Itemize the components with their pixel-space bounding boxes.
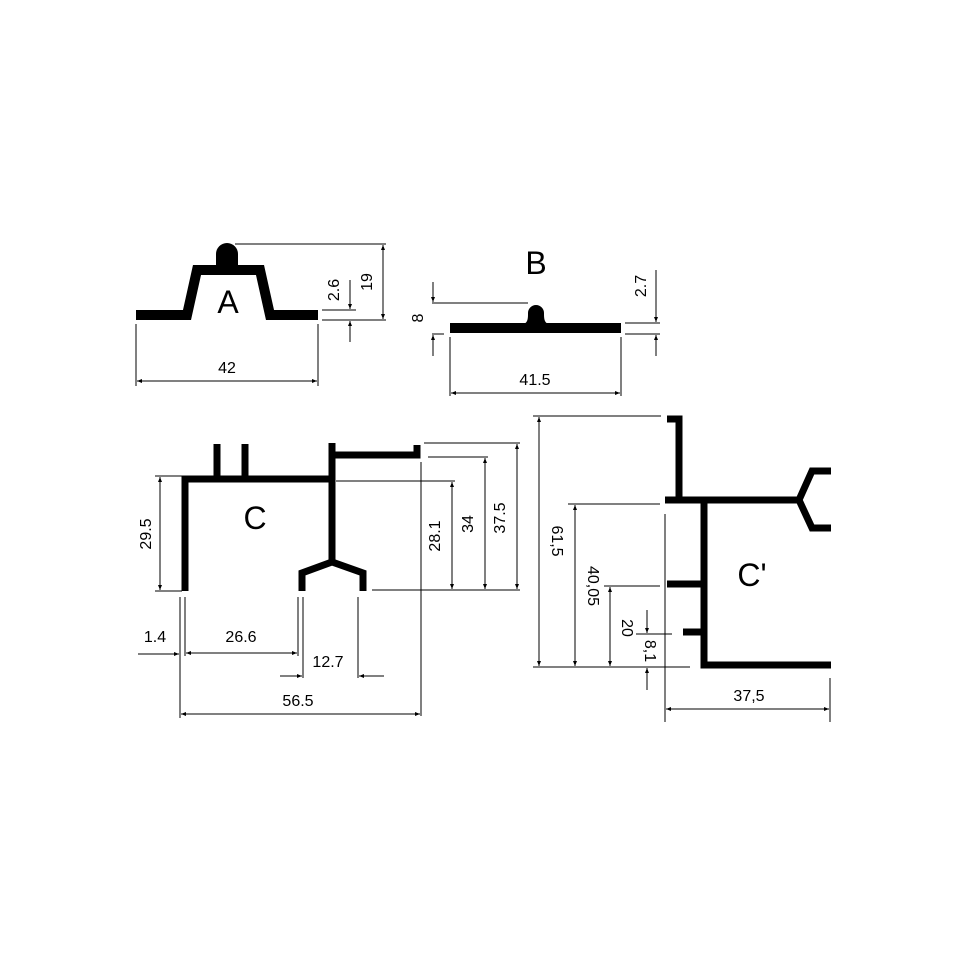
profile-a-shape [136,265,318,320]
dim-a-width: 42 [218,360,236,377]
dim-c-26-6: 26.6 [225,629,256,646]
profile-c-flange [332,445,421,459]
profile-a-label: A [217,284,239,320]
dim-cp-40-05: 40,05 [584,566,601,606]
profile-b-bead [524,305,548,324]
dim-c-28-1: 28.1 [427,520,444,551]
profile-a-bead [216,243,238,268]
profile-c-fork [298,558,367,591]
dim-cp-8-1: 8,1 [641,640,658,662]
profile-b-label: B [525,245,546,281]
dim-c-34: 34 [460,515,477,533]
profile-b-shape [450,323,621,333]
dim-b-thickness: 2.7 [633,275,650,297]
dim-a-height: 19 [359,273,376,291]
profile-b: B 41.5 8 2.7 [410,245,660,396]
profile-cp-web [700,502,831,669]
dim-c-37-5: 37.5 [492,502,509,533]
profile-c: C 29.5 28.1 34 37.5 1.4 26.6 [138,442,520,718]
dim-c-29-5: 29.5 [138,518,155,549]
dim-cp-61-5: 61,5 [548,525,565,556]
profile-c-body [181,475,332,591]
profile-cp-top-stem [667,415,683,500]
dim-cp-37-5: 37,5 [733,688,764,705]
profile-c-prime: C' 61,5 40,05 20 8,1 37,5 [533,415,831,722]
profile-c-label: C [243,500,266,536]
dim-c-12-7: 12.7 [312,654,343,671]
dim-b-height: 8 [410,313,427,322]
profile-a: A 42 19 2.6 [135,243,386,386]
dim-cp-20: 20 [618,619,635,637]
dim-c-56-5: 56.5 [282,693,313,710]
profile-cp-label: C' [737,557,766,593]
dim-a-thickness: 2.6 [326,279,343,301]
dim-c-1-4: 1.4 [144,629,166,646]
profile-cp-fork [795,467,831,532]
dim-b-width: 41.5 [519,372,550,389]
